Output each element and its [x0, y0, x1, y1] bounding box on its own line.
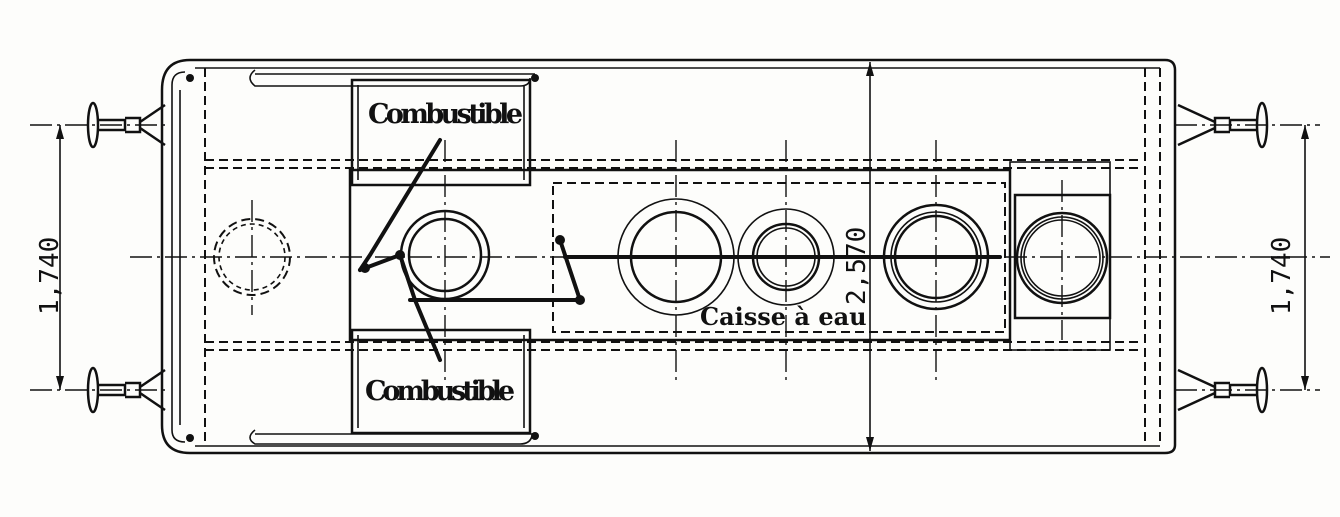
buffers: [86, 101, 1269, 414]
dimension-buffers-left: 1,740: [35, 125, 65, 390]
buffer-left-top: [86, 101, 166, 149]
dimension-buffers-right: 1,740: [1267, 125, 1309, 390]
handrails: [186, 69, 539, 445]
fuel-label-top: Combustible: [368, 99, 523, 130]
fuel-bunker-bottom: Combustible: [350, 328, 532, 435]
fuel-label-bottom: Combustible: [365, 376, 515, 407]
buffer-right-bottom: [1177, 366, 1269, 414]
buffer-left-bottom: [86, 366, 166, 414]
dimension-1740-left: 1,740: [35, 237, 65, 315]
fuel-bunker-top: Combustible: [350, 78, 532, 187]
dimension-width: 2,570: [842, 62, 874, 451]
dimension-2570: 2,570: [842, 227, 872, 305]
water-tank: Caisse à eau: [552, 182, 1006, 333]
tender-frame: [160, 58, 1177, 455]
water-tank-label: Caisse à eau: [700, 302, 867, 331]
buffer-right-top: [1177, 101, 1269, 149]
brake-linkage: [358, 138, 1002, 362]
dimension-1740-right: 1,740: [1267, 237, 1297, 315]
